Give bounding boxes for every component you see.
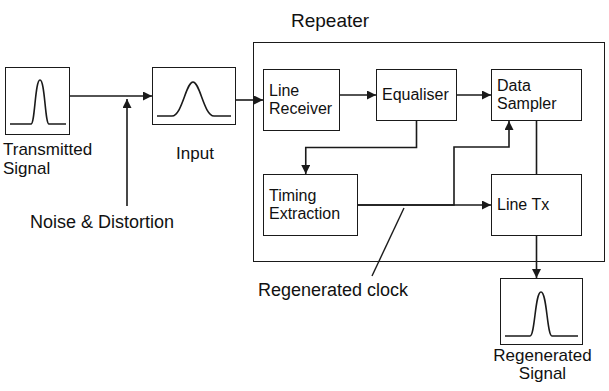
distorted-pulse — [157, 82, 231, 116]
process-box: Line Tx — [491, 174, 582, 236]
noise-arrow — [126, 99, 128, 206]
signal-connector — [236, 99, 263, 101]
signal-caption: Input — [153, 144, 237, 163]
box-label: Line Tx — [497, 196, 576, 214]
signal-caption: Repeater — [291, 10, 411, 31]
process-box: Data Sampler — [491, 69, 582, 121]
noise-label: Noise & Distortion — [30, 212, 174, 233]
regenerated-pulse — [505, 292, 578, 336]
process-box: Line Receiver — [263, 69, 340, 131]
signal-connector — [340, 94, 376, 96]
repeater-box: Line Receiver Equaliser Data SamplerTiming… — [253, 42, 605, 262]
signal-connector — [536, 236, 538, 278]
transmitted-pulse — [10, 80, 66, 124]
signal-caption: Transmitted Signal — [3, 140, 113, 178]
clock-label: Regenerated clock — [258, 280, 408, 301]
process-box: Timing Extraction — [263, 174, 358, 236]
box-label: Data Sampler — [497, 77, 576, 113]
signal-caption: Regenerated Signal — [483, 347, 602, 384]
signal-scope-box: Input — [152, 67, 236, 125]
signal-connector — [457, 94, 491, 96]
process-box: Equaliser — [376, 69, 457, 121]
box-label: Equaliser — [382, 86, 451, 104]
signal-connector — [70, 95, 152, 97]
box-label: Line Receiver — [269, 82, 334, 118]
signal-scope-box: Regenerated Signal — [500, 278, 583, 345]
clock-leader-line — [372, 208, 404, 276]
signal-connector — [358, 121, 509, 205]
box-label: Timing Extraction — [269, 187, 352, 223]
signal-connector — [536, 121, 538, 174]
signal-scope-box: Transmitted Signal — [5, 67, 70, 135]
